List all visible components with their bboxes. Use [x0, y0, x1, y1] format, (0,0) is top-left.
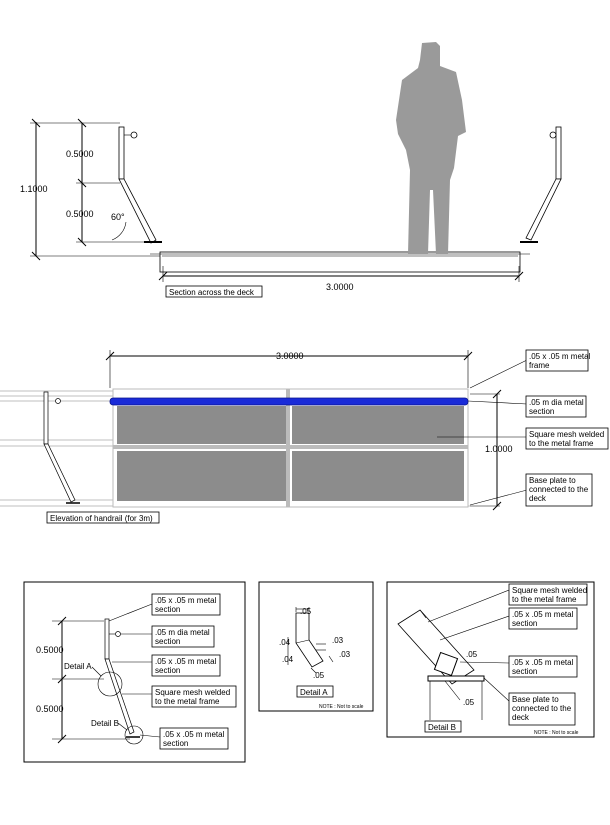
dim-lower-label: 0.5000 — [66, 209, 94, 219]
db-callout-4c: deck — [512, 713, 530, 722]
da-dim-3: .04 — [282, 655, 294, 664]
dl-callout-1b: section — [155, 605, 180, 614]
side-profile — [43, 391, 80, 504]
detail-dim-upper: 0.5000 — [36, 645, 64, 655]
section-caption: Section across the deck — [169, 288, 255, 297]
callout-rail-line1: .05 m dia metal — [529, 398, 584, 407]
detail-b-panel: .05 .05 Square mesh welded to the metal … — [386, 581, 595, 738]
dl-callout-4b: to the metal frame — [155, 697, 220, 706]
db-callout-3a: .05 x .05 m metal — [512, 658, 574, 667]
dl-callout-1a: .05 x .05 m metal — [155, 596, 217, 605]
da-dim-6: .05 — [313, 671, 325, 680]
db-callout-3b: section — [512, 667, 537, 676]
callout-mesh-line2: to the metal frame — [529, 439, 594, 448]
dl-callout-5b: section — [163, 739, 188, 748]
callout-mesh-line1: Square mesh welded — [529, 430, 604, 439]
dl-callout-4a: Square mesh welded — [155, 688, 230, 697]
right-railing — [520, 126, 562, 243]
elev-width-label: 3.0000 — [276, 351, 304, 361]
detail-a-caption: Detail A — [300, 688, 328, 697]
elevation-caption: Elevation of handrail (for 3m) — [50, 514, 153, 523]
db-dim-1: .05 — [466, 650, 478, 659]
callout-frame-line1: .05 x .05 m metal — [529, 352, 591, 361]
mesh-panel — [117, 451, 286, 501]
elevation-view: 3.0000 1.0000 .05 x .05 m metal frame .0… — [0, 349, 609, 524]
dim-upper-label: 0.5000 — [66, 149, 94, 159]
detail-a-marker — [97, 671, 123, 697]
detail-b-note: NOTE : Not to scale — [534, 730, 579, 736]
person-silhouette — [396, 42, 466, 254]
callout-rail-line2: section — [529, 407, 554, 416]
detail-a-label: Detail A — [64, 662, 92, 671]
da-dim-1: .05 — [300, 607, 312, 616]
da-dim-2: .04 — [279, 638, 291, 647]
dl-callout-2a: .05 m dia metal — [155, 628, 210, 637]
width-label: 3.0000 — [326, 282, 354, 292]
dl-callout-5a: .05 x .05 m metal — [163, 730, 225, 739]
db-callout-1b: to the metal frame — [512, 595, 577, 604]
detail-b-caption: Detail B — [428, 723, 456, 732]
callout-base-line1: Base plate to — [529, 476, 576, 485]
dim-total-label: 1.1000 — [20, 184, 48, 194]
da-dim-5: .03 — [339, 650, 351, 659]
section-view: 0.5000 0.5000 1.1000 60° 3.0000 Section … — [20, 42, 562, 298]
dl-callout-3b: section — [155, 666, 180, 675]
detail-panel-left: 0.5000 0.5000 Detail A Detail B .05 x .0… — [23, 581, 246, 763]
db-callout-2a: .05 x .05 m metal — [512, 610, 574, 619]
callout-frame-line2: frame — [529, 361, 550, 370]
detail-a-note: NOTE : Not to scale — [319, 704, 364, 710]
da-dim-4: .03 — [332, 636, 344, 645]
mesh-panel — [117, 406, 286, 444]
detail-b-label: Detail B — [91, 719, 119, 728]
elev-height-label: 1.0000 — [485, 444, 513, 454]
mesh-panel — [292, 406, 464, 444]
db-dim-2: .05 — [463, 698, 475, 707]
db-callout-4b: connected to the — [512, 704, 572, 713]
mesh-panel — [292, 451, 464, 501]
dl-callout-3a: .05 x .05 m metal — [155, 657, 217, 666]
angle-label: 60° — [111, 212, 125, 222]
detail-a-panel: .05 .04 .04 .03 .03 .05 Detail A NOTE : … — [258, 581, 374, 712]
db-callout-4a: Base plate to — [512, 695, 559, 704]
round-top-rail — [109, 397, 469, 406]
callout-base-line2: connected to the — [529, 485, 589, 494]
db-callout-2b: section — [512, 619, 537, 628]
callout-base-line3: deck — [529, 494, 547, 503]
detail-dim-lower: 0.5000 — [36, 704, 64, 714]
db-callout-1a: Square mesh welded — [512, 586, 587, 595]
deck-slab — [159, 251, 521, 273]
dl-callout-2b: section — [155, 637, 180, 646]
